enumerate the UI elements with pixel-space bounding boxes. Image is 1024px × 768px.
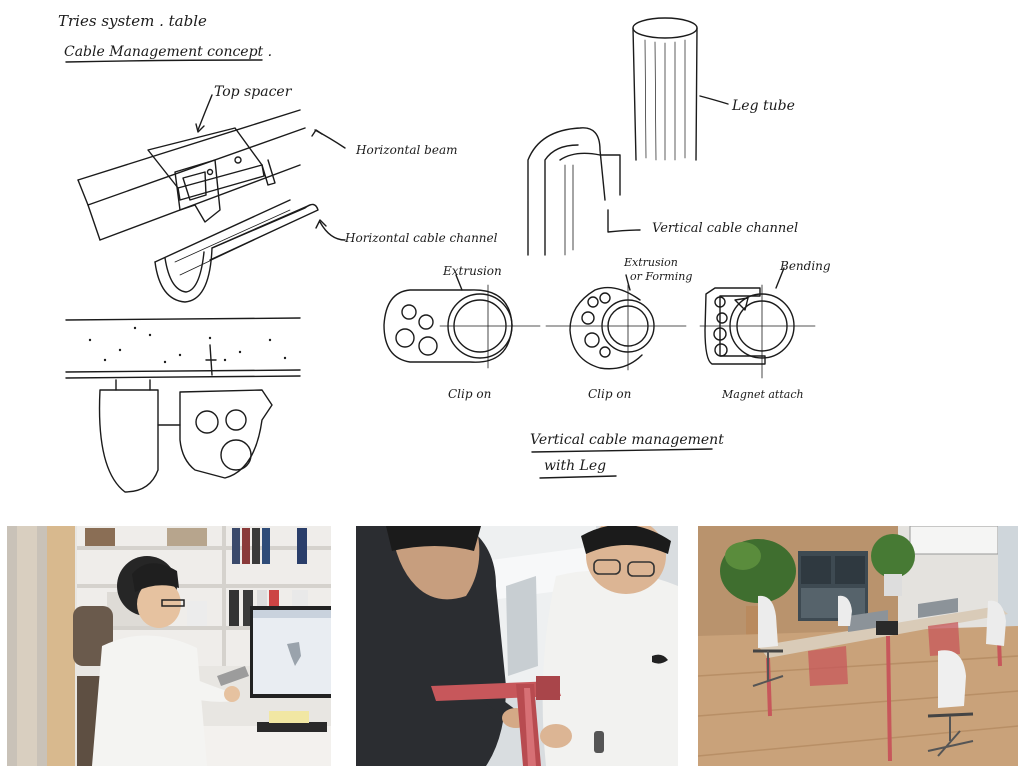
caption-vertical-line1: Vertical cable management [530,432,724,448]
label-vertical-cable-channel: Vertical cable channel [652,221,798,236]
label-leg-tube: Leg tube [731,98,795,114]
label-horizontal-beam: Horizontal beam [355,143,457,157]
label-top-spacer: Top spacer [214,84,293,100]
label-magnet-attach: Magnet attach [721,388,804,401]
sketch-title-line2: Cable Management concept . [64,44,272,60]
leg-tube-sketch [632,17,729,161]
clip-section-forming-sketch [545,274,687,371]
horizontal-beam-sketch [77,94,346,241]
label-extrusion: Extrusion [442,264,502,278]
vertical-cable-channel-sketch [527,127,641,256]
clip-section-bending-sketch [699,267,816,379]
label-bending: Bending [779,259,831,273]
sketch-title-line1: Tries system . table [58,12,207,30]
label-extrusion-forming-2: or Forming [630,270,692,283]
label-extrusion-forming: Extrusion [623,256,678,269]
tabletop-section-sketch [65,317,301,493]
concept-sketch: Tries system . table Cable Management co… [58,12,831,493]
designer-at-cad-workstation-photo [7,526,331,766]
label-clip-on-1: Clip on [448,387,491,401]
office-bench-desk-system-photo [698,526,1018,766]
label-clip-on-2: Clip on [588,387,631,401]
engineers-assembling-frame-photo [356,526,678,766]
horizontal-cable-channel-sketch [154,199,346,303]
clip-section-extrusion-sketch [383,274,541,369]
label-horizontal-cable-channel: Horizontal cable channel [344,231,498,245]
caption-vertical-line2: with Leg [544,458,606,474]
